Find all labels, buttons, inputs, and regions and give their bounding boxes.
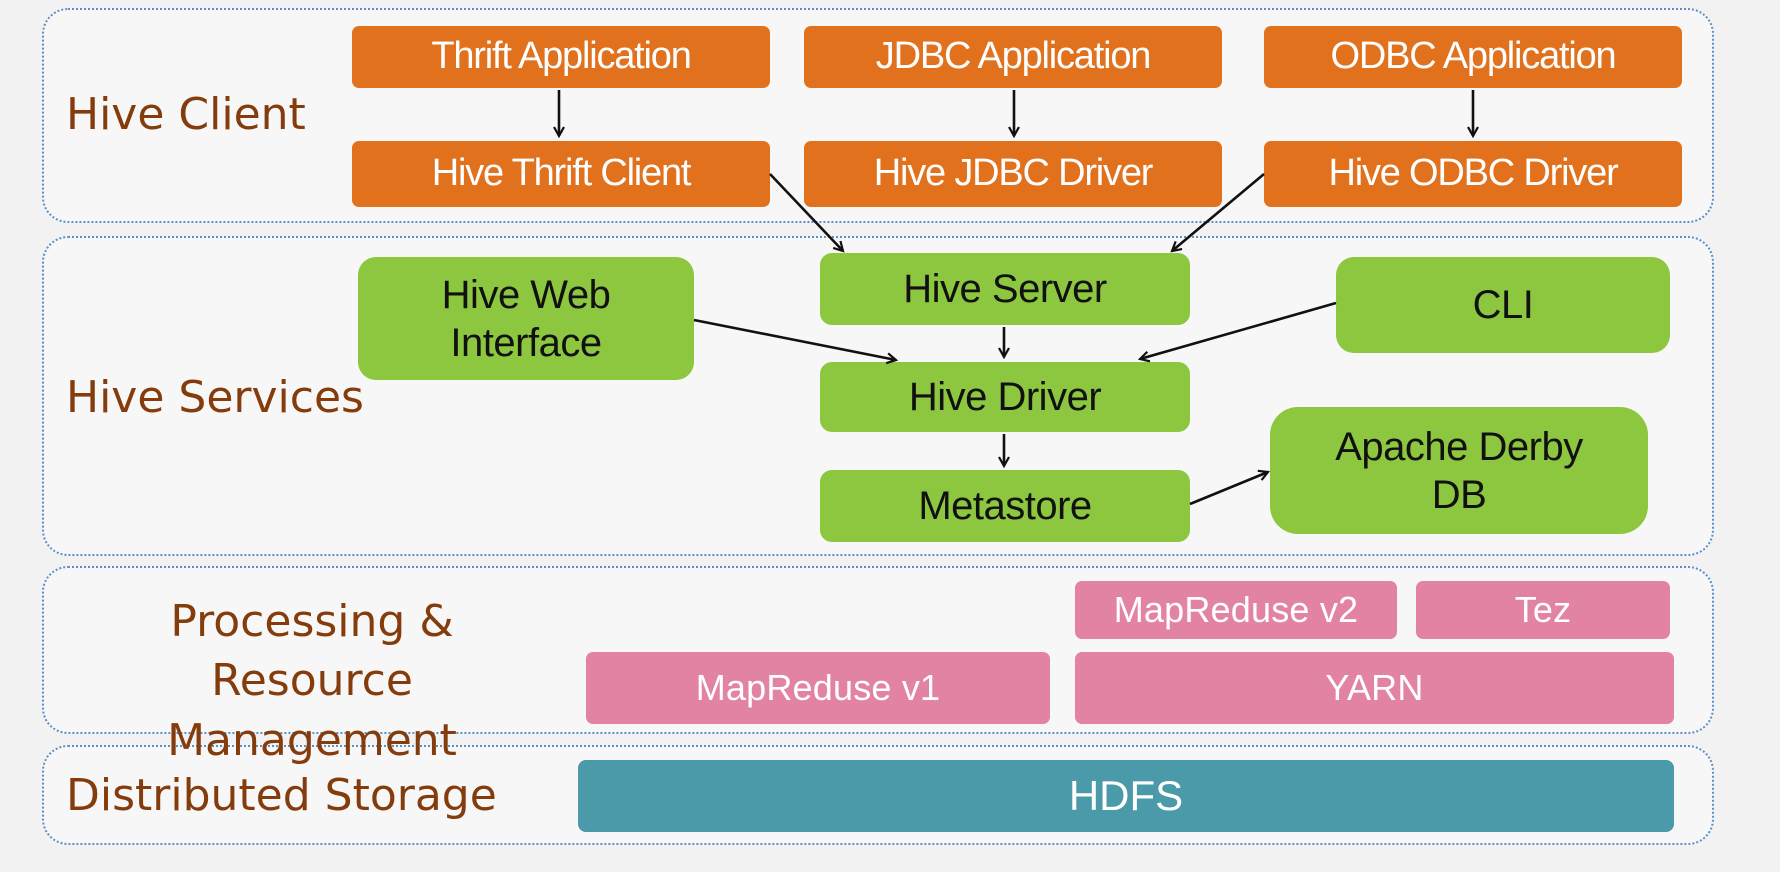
hdfs-box: HDFS (578, 760, 1674, 832)
hive-services-label: Hive Services (66, 372, 364, 423)
arrow-thrift-client-to-server (769, 173, 843, 251)
metastore-box: Metastore (820, 470, 1190, 542)
hive-thrift-client-box: Hive Thrift Client (352, 141, 770, 207)
mapreduse-v1-box: MapReduse v1 (586, 652, 1050, 724)
hive-driver-box: Hive Driver (820, 362, 1190, 432)
tez-box: Tez (1416, 581, 1670, 639)
arrow-odbc-driver-to-server (1172, 173, 1265, 251)
hive-server-box: Hive Server (820, 253, 1190, 325)
arrow-metastore-to-derby (1189, 472, 1268, 506)
arrow-web-interface-to-driver (693, 318, 896, 360)
yarn-box: YARN (1075, 652, 1674, 724)
jdbc-application-box: JDBC Application (804, 26, 1222, 88)
hive-jdbc-driver-box: Hive JDBC Driver (804, 141, 1222, 207)
thrift-application-box: Thrift Application (352, 26, 770, 88)
hive-web-interface-box: Hive Web Interface (358, 257, 694, 380)
cli-box: CLI (1336, 257, 1670, 353)
arrow-cli-to-driver (1140, 301, 1337, 359)
hive-client-label: Hive Client (66, 89, 306, 140)
processing-label: Processing & Resource Management (167, 596, 457, 766)
hive-odbc-driver-box: Hive ODBC Driver (1264, 141, 1682, 207)
odbc-application-box: ODBC Application (1264, 26, 1682, 88)
storage-label: Distributed Storage (66, 770, 497, 821)
apache-derby-db-box: Apache Derby DB (1270, 407, 1648, 534)
mapreduse-v2-box: MapReduse v2 (1075, 581, 1397, 639)
